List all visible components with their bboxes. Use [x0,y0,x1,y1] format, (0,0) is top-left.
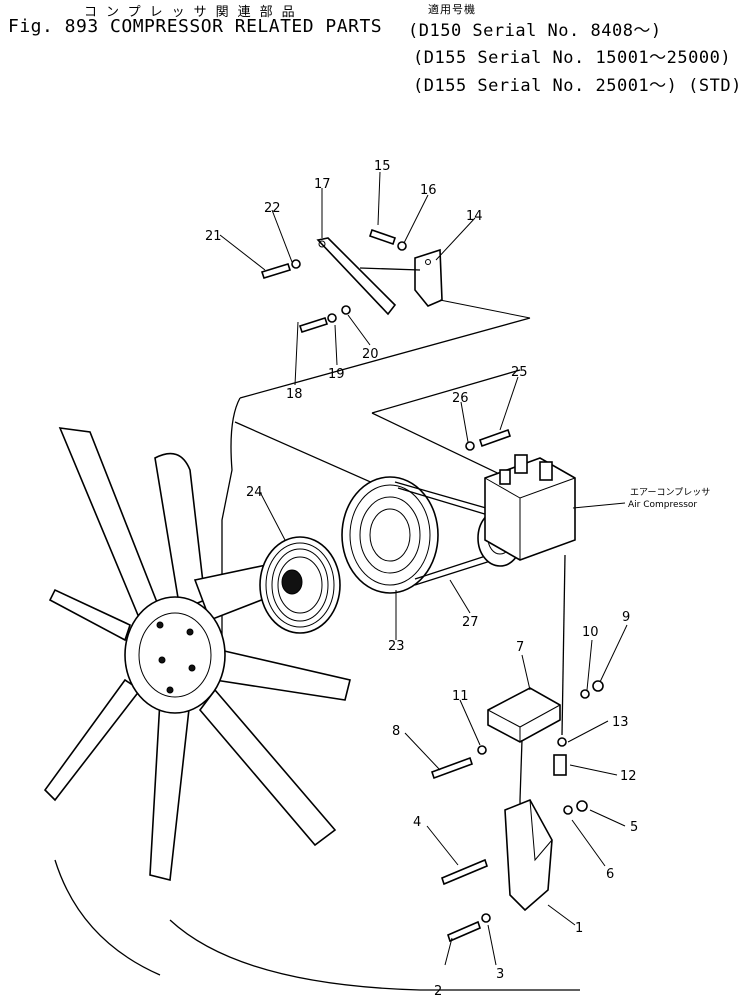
callout-20: 20 [362,347,379,362]
callout-7: 7 [516,640,524,655]
callout-9: 9 [622,610,630,625]
air-compressor-label: Air Compressor [628,500,697,510]
callout-11: 11 [452,689,469,704]
callout-15: 15 [374,159,391,174]
callout-19: 19 [328,367,345,382]
figure-title-japanese: コンプレッサ関連部品 [84,5,304,20]
applicability-label-japanese: 適用号機 [428,3,476,16]
air-compressor [484,454,576,561]
callout-16: 16 [420,183,437,198]
callout-1: 1 [575,921,583,936]
crank-pulley [259,536,341,634]
callout-6: 6 [606,867,614,882]
callout-5: 5 [630,820,638,835]
callout-24: 24 [246,485,263,500]
upper-brackets [316,237,531,319]
air-compressor-label-japanese: エアーコンプレッサ [630,487,710,498]
applicability-line-2: (D155 Serial No. 15001～25000) [413,48,732,68]
callout-13: 13 [612,715,629,730]
callout-25: 25 [511,365,528,380]
lower-fasteners [430,680,604,943]
callout-17: 17 [314,177,331,192]
callout-21: 21 [205,229,222,244]
lower-brackets [487,554,566,912]
callout-23: 23 [388,639,405,654]
figure-header: コンプレッサ関連部品 Fig. 893 COMPRESSOR RELATED P… [0,0,741,100]
callout-2: 2 [434,984,442,999]
callout-12: 12 [620,769,637,784]
callout-14: 14 [466,209,483,224]
callout-26: 26 [452,391,469,406]
fan-assembly [43,427,351,881]
callout-3: 3 [496,967,504,982]
upper-fasteners [260,228,512,451]
figure-title: Fig. 893 COMPRESSOR RELATED PARTS [8,16,383,37]
callout-labels: 1 2 3 4 5 6 7 8 9 10 11 12 13 14 15 16 1… [205,159,710,999]
callout-4: 4 [413,815,421,830]
leader-lines [219,171,628,966]
applicability-line-3: (D155 Serial No. 25001～) (STD) [413,76,742,96]
callout-8: 8 [392,724,400,739]
applicability-line-1: (D150 Serial No. 8408～) [408,21,662,41]
callout-22: 22 [264,201,281,216]
callout-10: 10 [582,625,599,640]
callout-27: 27 [462,615,479,630]
callout-18: 18 [286,387,303,402]
